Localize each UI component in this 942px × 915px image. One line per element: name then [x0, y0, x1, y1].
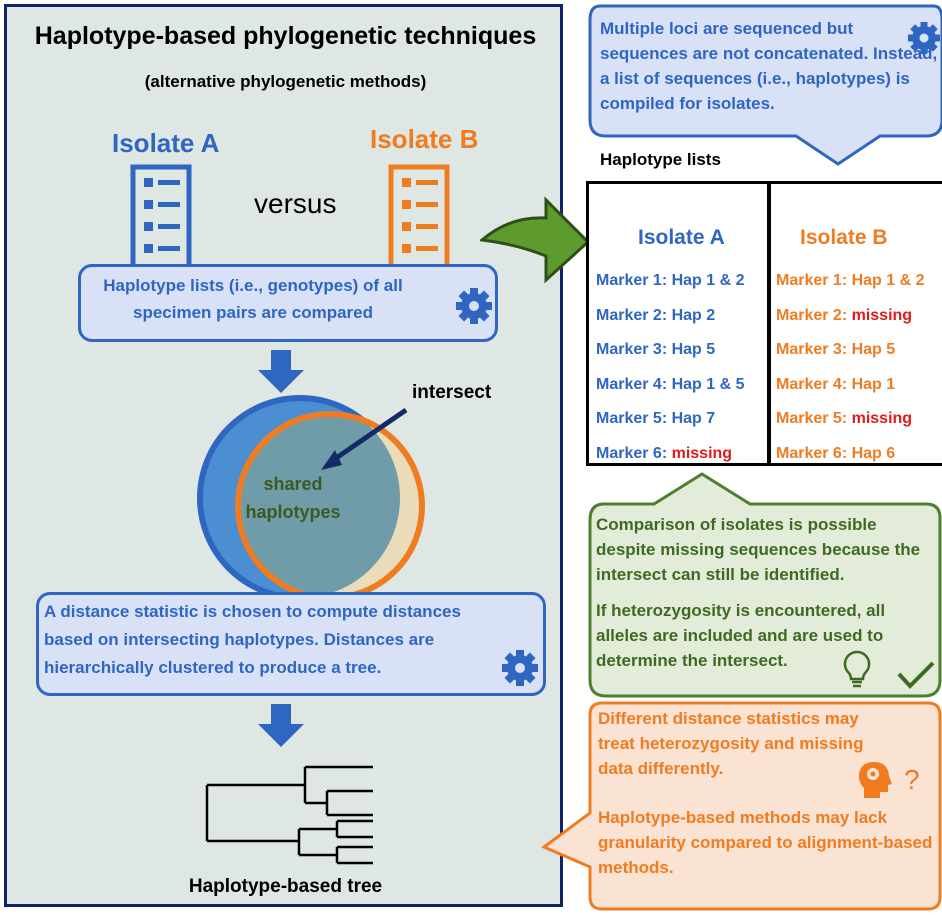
marker-label: Marker 3:: [776, 341, 852, 358]
table-row: Marker 3: Hap 5: [776, 341, 895, 359]
dendrogram-icon: [205, 765, 373, 865]
haplotype-lists-title: Haplotype lists: [600, 150, 721, 169]
green-text-1: Comparison of isolates is possible despi…: [596, 515, 921, 584]
main-title: Haplotype-based phylogenetic techniques: [34, 22, 537, 50]
main-subtitle: (alternative phylogenetic methods): [144, 72, 427, 91]
curved-arrow-icon: [480, 196, 591, 284]
shared-haplotypes-label: shared haplotypes: [228, 470, 358, 526]
isolate-a-title: Isolate A: [112, 128, 220, 158]
table-row: Marker 4: Hap 1: [776, 376, 895, 394]
haplotype-table: [586, 181, 942, 466]
marker-label: Marker 4:: [776, 375, 852, 393]
marker-label: Marker 6:: [776, 444, 852, 462]
table-divider: [767, 181, 771, 466]
compare-text: Haplotype lists (i.e., genotypes) of all…: [103, 276, 403, 322]
green-text-2: If heterozygosity is encountered, all al…: [596, 601, 886, 670]
marker-label: Marker 6:: [596, 444, 672, 462]
table-row: Marker 6: Hap 6: [776, 445, 895, 463]
orange-speech-bubble: [541, 701, 942, 911]
isolate-a-document-list-icon: [130, 164, 192, 276]
orange-text-1: Different distance statistics may treat …: [598, 709, 864, 778]
marker-label: Marker 3:: [596, 341, 672, 358]
table-row: Marker 4: Hap 1 & 5: [596, 376, 745, 394]
marker-label: Marker 1:: [776, 272, 852, 289]
table-row: Marker 2: Hap 2: [596, 307, 715, 325]
gear-icon: [456, 288, 492, 324]
checkmark-icon: [897, 661, 935, 689]
haplotype-value: Hap 1: [851, 375, 896, 393]
distance-bubble: [36, 592, 546, 696]
tree-label: Haplotype-based tree: [188, 876, 383, 897]
shared-line1: shared: [263, 474, 323, 494]
intersect-label: intersect: [412, 382, 492, 403]
haplotype-value: Hap 5: [851, 341, 896, 358]
haplotype-value: Hap 7: [671, 410, 716, 427]
gear-icon: [908, 22, 940, 54]
haplotype-value: Hap 5: [671, 341, 716, 358]
table-row: Marker 5: missing: [776, 410, 912, 428]
top-speech-bubble: [588, 4, 942, 166]
intersection-region: [238, 414, 400, 598]
marker-label: Marker 2:: [776, 306, 852, 324]
table-header-isolate-a: Isolate A: [638, 226, 725, 249]
versus-label: versus: [254, 188, 337, 219]
haplotype-value: Hap 6: [851, 444, 896, 462]
down-arrow-icon: [258, 704, 304, 747]
haplotype-value: Hap 1 & 2: [851, 272, 925, 289]
orange-text-2: Haplotype-based methods may lack granula…: [598, 808, 933, 877]
table-row: Marker 6: missing: [596, 445, 732, 463]
missing-value: missing: [671, 444, 733, 462]
head-gear-icon: [858, 762, 892, 798]
compare-bubble: [78, 264, 498, 342]
marker-label: Marker 4:: [596, 375, 672, 393]
table-header-isolate-b: Isolate B: [800, 226, 888, 249]
missing-value: missing: [851, 306, 913, 324]
table-row: Marker 2: missing: [776, 307, 912, 325]
shared-line2: haplotypes: [245, 502, 341, 522]
isolate-b-title: Isolate B: [370, 124, 479, 154]
haplotype-value: Hap 1 & 5: [671, 375, 745, 393]
table-row: Marker 1: Hap 1 & 2: [776, 272, 925, 290]
distance-text: A distance statistic is chosen to comput…: [44, 602, 461, 677]
green-speech-bubble: [588, 472, 942, 698]
haplotype-value: Hap 2: [671, 306, 716, 324]
missing-value: missing: [851, 410, 913, 427]
marker-label: Marker 5:: [596, 410, 672, 427]
haplotype-value: Hap 1 & 2: [671, 272, 745, 289]
lightbulb-icon: [843, 650, 871, 688]
table-row: Marker 3: Hap 5: [596, 341, 715, 359]
top-bubble-text: Multiple loci are sequenced but sequence…: [600, 19, 938, 113]
table-row: Marker 5: Hap 7: [596, 410, 715, 428]
table-row: Marker 1: Hap 1 & 2: [596, 272, 745, 290]
marker-label: Marker 1:: [596, 272, 672, 289]
down-arrow-icon: [258, 350, 304, 393]
marker-label: Marker 2:: [596, 306, 672, 324]
intersect-pointer: [327, 407, 408, 466]
marker-label: Marker 5:: [776, 410, 852, 427]
isolate-b-document-list-icon: [388, 164, 450, 276]
gear-icon: [502, 650, 538, 686]
question-icon: ?: [904, 764, 920, 795]
